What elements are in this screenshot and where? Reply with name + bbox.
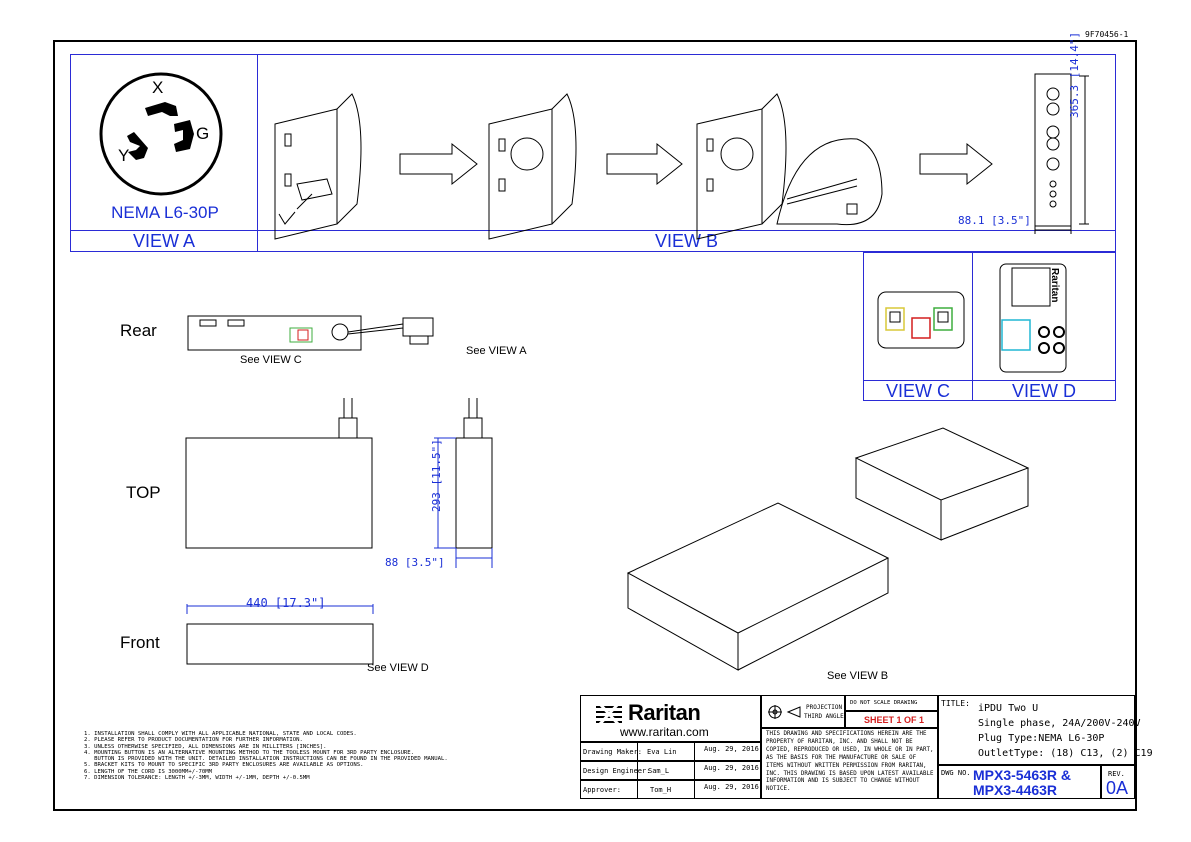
date-2: Aug. 29, 2016 xyxy=(704,764,759,772)
note-5: 5. BRACKET KITS TO MOUNT TO SPECIFIC 3RD… xyxy=(84,762,364,769)
projection-cell xyxy=(761,695,845,728)
sheet-label: SHEET 1 OF 1 xyxy=(864,715,925,725)
mounting-sequence-drawing xyxy=(274,73,1089,240)
front-view-drawing xyxy=(186,604,374,665)
front-view-label: Front xyxy=(120,633,160,652)
see-view-b-callout: See VIEW B xyxy=(827,670,889,682)
top-view-height-dimension: 88 [3.5"] xyxy=(385,556,445,569)
pin-y-label: Y xyxy=(118,146,130,165)
name-1: Eva Lin xyxy=(647,748,677,756)
role-3: Approver: xyxy=(583,786,621,794)
do-not-scale-label: DO NOT SCALE DRAWING xyxy=(850,700,918,706)
role-2: Design Engineer: xyxy=(583,767,651,775)
note-6: 6. LENGTH OF THE CORD IS 3000MM+/-70MM xyxy=(84,768,212,775)
view-cd-panel xyxy=(863,252,1116,401)
title-line-3: Plug Type:NEMA L6-30P xyxy=(978,733,1105,744)
sheet-cell xyxy=(845,711,938,728)
general-notes: 1. INSTALLATION SHALL COMPLY WITH ALL AP… xyxy=(84,731,448,781)
name-3: Tom_H xyxy=(650,786,672,794)
view-c-label: VIEW C xyxy=(885,381,950,401)
view-label-strip xyxy=(70,230,1116,252)
top-view-depth-dimension: 293 [11.5"] xyxy=(430,439,443,512)
do-not-scale-cell xyxy=(845,695,938,711)
rev-label: REV. xyxy=(1108,770,1125,778)
see-view-c-callout: See VIEW C xyxy=(240,354,302,366)
projection-label: PROJECTION xyxy=(806,704,843,711)
raritan-logo-icon xyxy=(596,702,622,726)
rear-view-drawing xyxy=(187,315,434,351)
view-d-logo: Raritan xyxy=(1049,268,1060,303)
top-view-drawing xyxy=(185,398,493,568)
people-row-2 xyxy=(580,761,761,780)
role-1: Drawing Maker: xyxy=(583,748,643,756)
note-4-cont: BUTTON IS PROVIDED WITH THE UNIT. DETAIL… xyxy=(84,756,448,763)
view-b-label: VIEW B xyxy=(654,231,718,251)
top-view-label: TOP xyxy=(126,483,161,502)
rev-cell xyxy=(1101,765,1135,799)
disclaimer-cell xyxy=(761,728,938,799)
view-cd-divider xyxy=(972,252,973,401)
view-a-label: VIEW A xyxy=(132,231,195,251)
note-1: 1. INSTALLATION SHALL COMPLY WITH ALL AP… xyxy=(84,731,357,737)
date-1: Aug. 29, 2016 xyxy=(704,745,759,753)
note-3: 3. UNLESS OTHERWISE SPECIFIED, ALL DIMEN… xyxy=(84,743,327,750)
view-d-label: VIEW D xyxy=(1011,381,1076,401)
name-2: Sam_L xyxy=(648,767,670,775)
people-name-col xyxy=(637,742,695,799)
isometric-pdu-drawing xyxy=(626,427,1030,671)
view-b-height-dimension: 365.3 [14.4"] xyxy=(1068,31,1081,118)
see-view-a-callout: See VIEW A xyxy=(466,345,527,357)
note-2: 2. PLEASE REFER TO PRODUCT DOCUMENTATION… xyxy=(84,737,303,744)
brand-url: www.raritan.com xyxy=(620,725,709,739)
dwg-no-label: DWG NO. xyxy=(941,769,971,777)
document-code: 9F70456-1 xyxy=(1085,30,1129,39)
dwg-no-cell xyxy=(938,765,1101,799)
title-line-1: iPDU Two U xyxy=(978,703,1039,714)
title-cell xyxy=(938,695,1135,765)
title-label: TITLE: xyxy=(941,699,970,708)
brand-name: Raritan xyxy=(628,700,701,725)
date-3: Aug. 29, 2016 xyxy=(704,783,759,791)
brand-cell xyxy=(580,695,761,742)
dwg-no-line-2: MPX3-4463R xyxy=(973,782,1058,798)
pin-x-label: X xyxy=(152,78,164,97)
pin-g-label: G xyxy=(196,124,210,143)
rev-value: 0A xyxy=(1106,778,1129,798)
disclaimer-text: THIS DRAWING AND SPECIFICATIONS HEREIN A… xyxy=(766,731,934,793)
nema-plug-face-icon xyxy=(99,72,223,196)
view-d-control-panel-drawing xyxy=(999,263,1067,373)
drawing-frame xyxy=(53,40,1137,811)
view-c-port-panel-drawing xyxy=(877,291,965,349)
rear-view-label: Rear xyxy=(120,321,157,340)
title-line-2: Single phase, 24A/200V-240V xyxy=(978,718,1141,729)
third-angle-label: THIRD ANGLE xyxy=(804,713,844,720)
dwg-no-line-1: MPX3-5463R & xyxy=(973,767,1072,783)
title-line-4: OutletType: (18) C13, (2) C19 xyxy=(978,748,1153,759)
note-4: 4. MOUNTING BUTTON IS AN ALTERNATIVE MOU… xyxy=(84,749,415,756)
note-7: 7. DIMENSION TOLERANCE: LENGTH +/-3MM, W… xyxy=(84,775,310,782)
plug-type-label: NEMA L6-30P xyxy=(111,203,219,222)
title-lines: iPDU Two U Single phase, 24A/200V-240V P… xyxy=(978,701,1153,761)
view-b-width-dimension: 88.1 [3.5"] xyxy=(958,214,1031,227)
see-view-d-callout: See VIEW D xyxy=(367,662,429,674)
view-cd-label-strip xyxy=(863,380,1116,401)
